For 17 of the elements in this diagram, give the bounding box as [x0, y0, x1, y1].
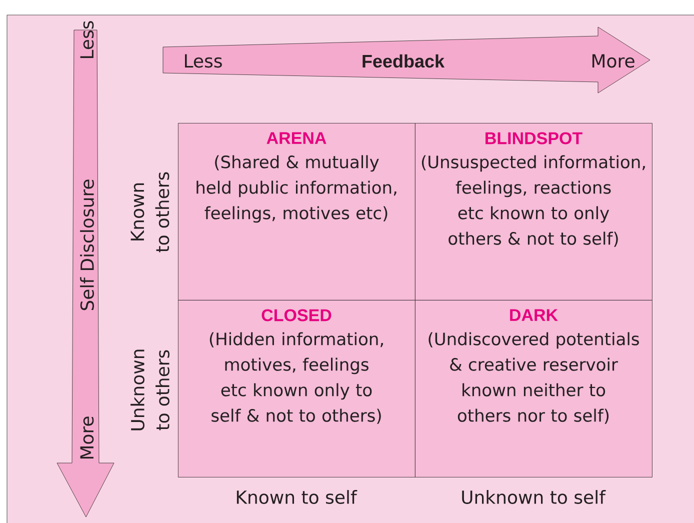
row-label: Unknown to others	[130, 350, 170, 430]
axis-title: Feedback	[362, 54, 445, 68]
quadrant-description: (Undiscovered potentials & creative reservoir known neither to others nor to self)	[428, 332, 639, 424]
axis-end-label: More	[592, 54, 634, 68]
quadrant-heading: BLINDSPOT	[486, 132, 582, 144]
quadrant-heading: DARK	[510, 309, 558, 321]
axis-end-label: Less	[80, 21, 94, 58]
quadrant-description: (Hidden information, motives, feelings etc known only to self & not to others)	[210, 332, 383, 424]
column-label: Unknown to self	[462, 490, 606, 504]
quadrant-description: (Unsuspected information, feelings, reactions etc known to only others & not to self)	[422, 155, 645, 247]
axis-end-label: More	[80, 416, 94, 459]
row-label: Known to others	[130, 172, 170, 252]
axis-end-label: Less	[185, 54, 222, 68]
quadrant-description: (Shared & mutually held public information, feelings, motives etc)	[196, 155, 396, 223]
quadrant-heading: ARENA	[266, 132, 326, 144]
axis-title: Self Disclosure	[80, 180, 94, 310]
quadrant-heading: CLOSED	[262, 309, 332, 322]
